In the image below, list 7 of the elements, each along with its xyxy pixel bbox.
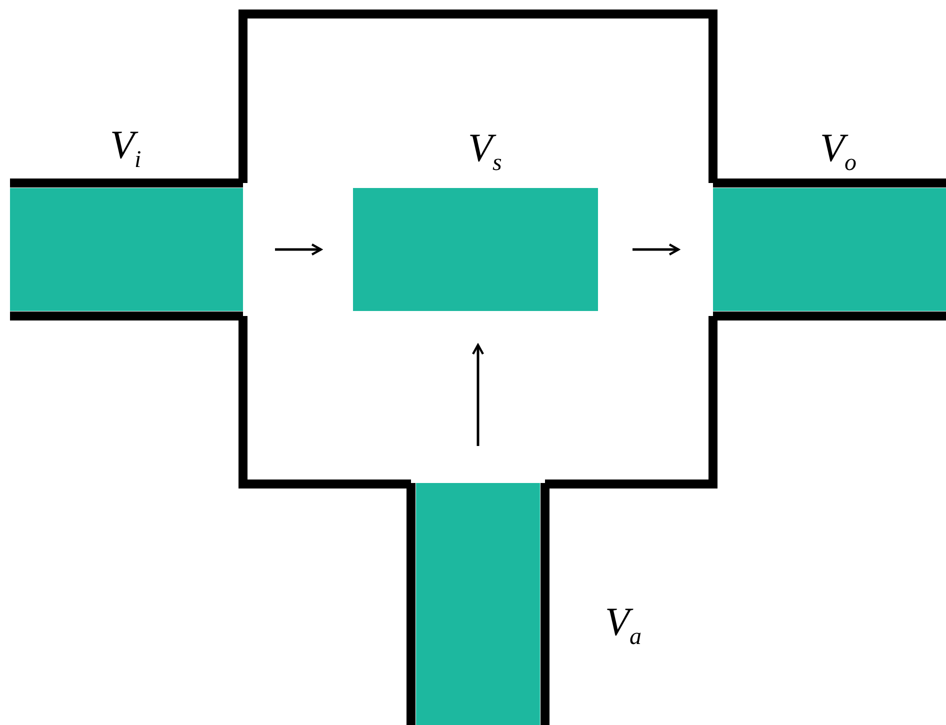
volume-label: V$_{i}$ (110, 125, 142, 172)
arrow (275, 243, 322, 256)
arrow (632, 243, 680, 256)
volume-label: V$_{s}$ (468, 128, 502, 175)
arrow (472, 344, 484, 446)
volume-label: V$_{o}$ (820, 128, 856, 175)
volume-label: V$_{a}$ (605, 602, 642, 649)
